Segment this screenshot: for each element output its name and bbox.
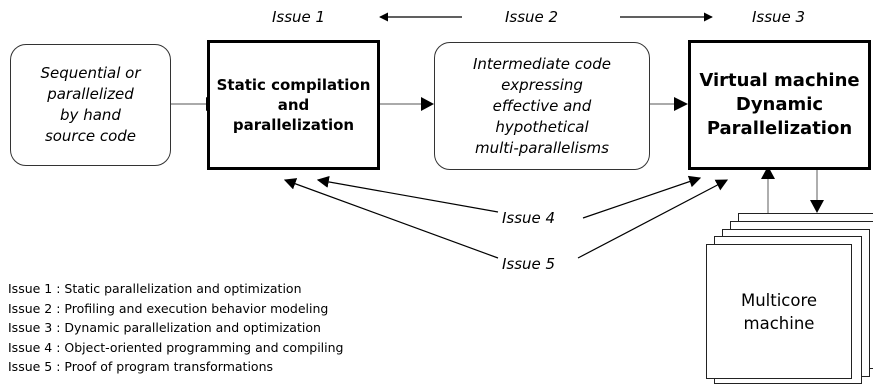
issue-1-label: Issue 1 xyxy=(272,8,326,26)
multicore-machine-text: Multicore machine xyxy=(740,290,818,333)
virtual-machine-box: Virtual machine Dynamic Parallelization xyxy=(688,40,871,170)
legend-item-issue4: Issue 4 : Object-oriented programming an… xyxy=(8,339,344,355)
static-compilation-text: Static compilation and parallelization xyxy=(216,76,371,134)
legend-item-issue5: Issue 5 : Proof of program transformatio… xyxy=(8,359,274,374)
arrow-issue5-to-static xyxy=(283,178,499,259)
multicore-card-front: Multicore machine xyxy=(706,244,852,379)
source-code-text: Sequential or parallelized by hand sourc… xyxy=(40,64,141,145)
intermediate-code-text: Intermediate code expressing effective a… xyxy=(473,54,611,157)
legend-item-issue3: Issue 3 : Dynamic parallelization and op… xyxy=(8,320,321,335)
issue-2-label: Issue 2 xyxy=(505,8,559,26)
static-compilation-box: Static compilation and parallelization xyxy=(207,40,380,170)
arrowhead-down-multicore xyxy=(810,200,824,213)
issue-5-label: Issue 5 xyxy=(502,255,556,273)
intermediate-code-box: Intermediate code expressing effective a… xyxy=(434,42,650,170)
arrow-issue4-to-static xyxy=(316,175,499,213)
virtual-machine-text: Virtual machine Dynamic Parallelization xyxy=(699,70,860,139)
arrowhead-up-vm xyxy=(761,166,775,179)
issue-legend: Issue 1 : Static parallelization and opt… xyxy=(8,279,343,377)
arrow-issue5-to-vm xyxy=(577,179,729,259)
arrowhead-intermediate xyxy=(421,97,434,111)
arrowhead-vm xyxy=(674,97,688,111)
source-code-box: Sequential or parallelized by hand sourc… xyxy=(10,44,171,166)
issue-4-label: Issue 4 xyxy=(502,209,556,227)
legend-item-issue2: Issue 2 : Profiling and execution behavi… xyxy=(8,300,329,316)
legend-item-issue1: Issue 1 : Static parallelization and opt… xyxy=(8,281,302,296)
issue-3-label: Issue 3 xyxy=(752,8,806,26)
arrow-issue4-to-vm xyxy=(582,175,702,219)
